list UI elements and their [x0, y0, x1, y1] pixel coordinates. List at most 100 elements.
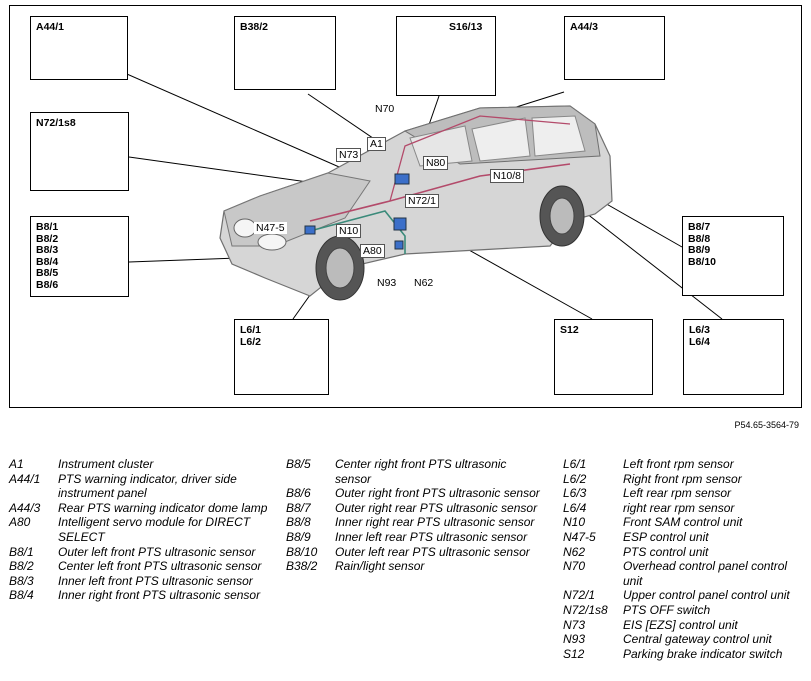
- legend-code: B8/6: [286, 486, 311, 501]
- label-n10: N10: [336, 224, 362, 238]
- legend-row: N72/1 Upper control panel control unit: [563, 588, 808, 603]
- figure-reference: P54.65-3564-79: [734, 420, 799, 430]
- legend-row: N70 Overhead control panel control unit: [563, 559, 808, 588]
- legend-row: B8/2 Center left front PTS ultrasonic sen…: [9, 559, 269, 574]
- legend-description: Front SAM control unit: [623, 515, 743, 530]
- legend-description: Center left front PTS ultrasonic sensor: [58, 559, 262, 574]
- legend-description: Left rear rpm sensor: [623, 486, 732, 501]
- legend-code: B8/4: [9, 588, 34, 603]
- legend-description: Right front rpm sensor: [623, 471, 742, 486]
- legend-code: L6/2: [563, 471, 587, 486]
- legend-description: Center right front PTS ultrasonic sensor: [335, 457, 507, 486]
- legend-row: B8/1 Outer left front PTS ultrasonic sens…: [9, 545, 269, 560]
- legend-description: right rear rpm sensor: [623, 500, 735, 515]
- label-a1: A1: [367, 137, 386, 151]
- legend-code: N70: [563, 559, 586, 574]
- label-a80: A80: [360, 244, 385, 258]
- legend-row: B8/10 Outer left rear PTS ultrasonic sens…: [286, 545, 541, 560]
- callout-b8-rear-label: B8/7 B8/8 B8/9 B8/10: [688, 221, 717, 268]
- legend-row: N93 Central gateway control unit: [563, 632, 808, 647]
- legend-description: PTS warning indicator, driver side instr…: [58, 471, 237, 501]
- callout-b8-front: B8/1 B8/2 B8/3 B8/4 B8/5 B8/6: [30, 216, 129, 297]
- legend-code: N93: [563, 632, 586, 647]
- legend-code: L6/3: [563, 486, 587, 501]
- callout-b8-rear: B8/7 B8/8 B8/9 B8/10: [682, 216, 784, 296]
- legend-description: Outer left rear PTS ultrasonic sensor: [335, 544, 530, 559]
- legend-row: A1 Instrument cluster: [9, 457, 269, 472]
- callout-l6-rear: L6/3 L6/4: [683, 319, 784, 395]
- legend-description: Parking brake indicator switch: [623, 646, 783, 661]
- legend-description: Overhead control panel control unit: [623, 559, 788, 588]
- legend-code: B8/7: [286, 500, 311, 515]
- label-n72-1: N72/1: [405, 194, 440, 208]
- legend-row: A80 Intelligent servo module for DIRECT S…: [9, 515, 269, 544]
- callout-n72-1s8-label: N72/1s8: [36, 117, 76, 129]
- legend-description: PTS control unit: [623, 544, 709, 559]
- legend-code: B8/2: [9, 559, 34, 574]
- label-n73: N73: [336, 148, 362, 162]
- label-n80: N80: [423, 156, 449, 170]
- legend-code: B38/2: [286, 559, 318, 574]
- label-n47-5: N47-5: [254, 222, 287, 234]
- legend-code: N72/1s8: [563, 602, 608, 617]
- callout-n72-1s8: N72/1s8: [30, 112, 129, 191]
- legend-row: L6/3 Left rear rpm sensor: [563, 486, 808, 501]
- legend-code: N72/1: [563, 588, 596, 603]
- legend-code: A44/1: [9, 471, 41, 486]
- legend-description: Intelligent servo module for DIRECT SELE…: [58, 515, 251, 544]
- legend-description: ESP control unit: [623, 529, 709, 544]
- legend-code: B8/10: [286, 544, 318, 559]
- legend-row: N62 PTS control unit: [563, 545, 808, 560]
- legend-description: Left front rpm sensor: [623, 457, 734, 471]
- label-n93: N93: [375, 277, 399, 289]
- legend-row: N73 EIS [EZS] control unit: [563, 618, 808, 633]
- callout-b8-front-label: B8/1 B8/2 B8/3 B8/4 B8/5 B8/6: [36, 221, 59, 291]
- legend-code: B8/1: [9, 544, 34, 559]
- legend-description: Outer right front PTS ultrasonic sensor: [335, 486, 540, 501]
- legend-description: Inner right rear PTS ultrasonic sensor: [335, 515, 535, 530]
- legend-row: A44/1 PTS warning indicator, driver side …: [9, 472, 269, 501]
- legend-row: L6/2 Right front rpm sensor: [563, 472, 808, 487]
- legend-row: N10 Front SAM control unit: [563, 515, 808, 530]
- legend-description: Central gateway control unit: [623, 632, 772, 647]
- callout-a44-1-label: A44/1: [36, 21, 65, 33]
- callout-b38-2: B38/2: [234, 16, 336, 90]
- legend-code: N62: [563, 544, 586, 559]
- legend-code: A80: [9, 515, 31, 530]
- legend-row: B8/4 Inner right front PTS ultrasonic sen…: [9, 588, 269, 603]
- legend-description: Rear PTS warning indicator dome lamp: [58, 500, 268, 515]
- legend-description: Inner right front PTS ultrasonic sensor: [58, 588, 261, 603]
- legend-description: Upper control panel control unit: [623, 588, 790, 603]
- callout-a44-1: A44/1: [30, 16, 128, 80]
- legend-row: B8/6 Outer right front PTS ultrasonic sen…: [286, 486, 541, 501]
- callout-s12: S12: [554, 319, 653, 395]
- callout-s16-13: S16/13: [396, 16, 496, 96]
- callout-a44-3: A44/3: [564, 16, 665, 80]
- legend-code: N73: [563, 617, 586, 632]
- legend-code: A1: [9, 457, 24, 471]
- legend-description: Rain/light sensor: [335, 559, 425, 574]
- label-n62: N62: [412, 277, 436, 289]
- callout-a44-3-label: A44/3: [570, 21, 599, 33]
- legend-code: N10: [563, 515, 586, 530]
- legend-description: Outer left front PTS ultrasonic sensor: [58, 544, 256, 559]
- legend-description: EIS [EZS] control unit: [623, 617, 738, 632]
- callout-b38-2-label: B38/2: [240, 21, 269, 33]
- legend-description: Instrument cluster: [58, 457, 154, 471]
- legend-description: Inner left front PTS ultrasonic sensor: [58, 573, 253, 588]
- legend-row: B38/2 Rain/light sensor: [286, 559, 541, 574]
